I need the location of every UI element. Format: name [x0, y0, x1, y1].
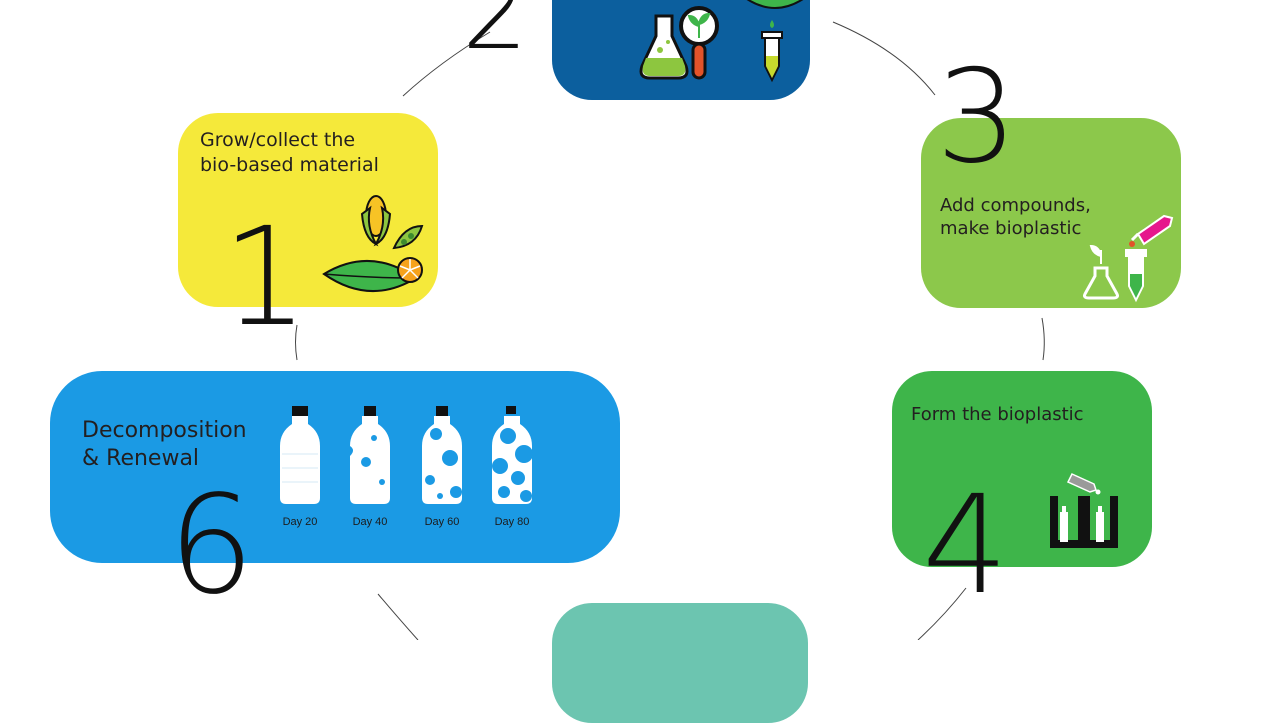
step-1-label: Grow/collect the bio-based material [200, 129, 379, 176]
test-tube-icon [761, 20, 783, 83]
step-1-number: 1 [222, 199, 309, 357]
pipette-icon [1129, 214, 1174, 247]
test-tube-icon [1125, 249, 1147, 303]
pour-tube-icon [1066, 473, 1101, 495]
step-4-label: Form the bioplastic [911, 404, 1084, 425]
bottle-day-60-icon [422, 406, 462, 504]
connector-3-4 [1041, 317, 1045, 361]
decomposition-day-label: Day 20 [282, 516, 318, 528]
magnifier-sprout-icon [679, 6, 719, 80]
step-3-number: 3 [936, 43, 1018, 192]
cycle-connectors [295, 21, 1045, 640]
step-2-number: 2 [462, 0, 529, 73]
step-6-number: 6 [168, 467, 255, 625]
step-6-label: Decomposition & Renewal [82, 418, 247, 471]
mold-icon [1050, 496, 1118, 548]
connector-1-2 [402, 31, 491, 97]
leaf-icon [746, 0, 804, 9]
step-4-card [892, 371, 1152, 567]
connector-2-3 [832, 21, 936, 96]
connector-4-5 [917, 587, 967, 640]
connector-5-6 [377, 593, 419, 640]
connector-6-1 [295, 324, 298, 361]
step-4-number: 4 [922, 467, 1009, 625]
decomposition-day-label: Day 40 [352, 516, 388, 528]
step-3-label: Add compounds, make bioplastic [940, 195, 1091, 239]
flask-sprout-icon [1083, 244, 1119, 300]
orange-slice-icon [397, 257, 423, 283]
decomposition-day-label: Day 80 [494, 516, 530, 528]
bottle-day-20-icon [280, 406, 320, 504]
bottle-day-80-icon [492, 406, 533, 504]
flask-icon [639, 14, 689, 80]
step-5-card [552, 603, 808, 723]
pea-pod-icon [392, 224, 424, 250]
decomposition-day-label: Day 60 [424, 516, 460, 528]
lifecycle-diagram: 2 Grow/collect the bio-based material 1 [50, 0, 1181, 723]
bottle-day-40-icon [350, 406, 390, 504]
corn-icon [360, 195, 392, 247]
